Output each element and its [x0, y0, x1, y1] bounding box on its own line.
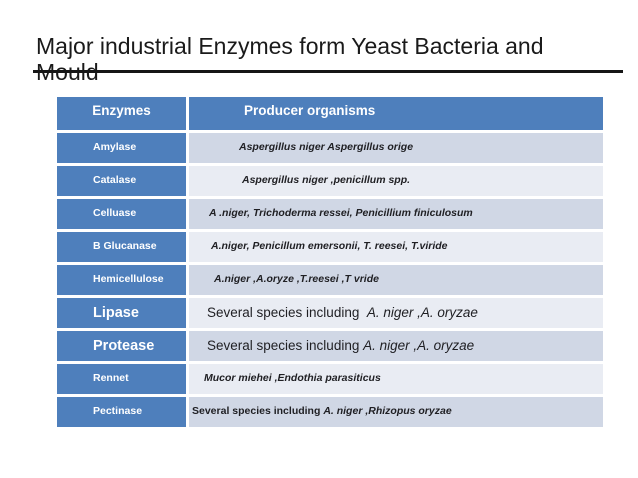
enzyme-cell: Catalase [57, 163, 186, 196]
organisms-species: A. niger ,Rhizopus oryzae [323, 405, 452, 417]
enzyme-cell: Protease [57, 328, 186, 361]
organisms-cell: A.niger ,A.oryze ,T.reesei ,T vride [186, 262, 603, 295]
table-row: Hemicellulose A.niger ,A.oryze ,T.reesei … [57, 262, 603, 295]
table-body: Amylase Aspergillus niger Aspergillus ori… [57, 130, 603, 427]
organisms-cell: Mucor miehei ,Endothia parasiticus [186, 361, 603, 394]
organisms-cell: Aspergillus niger ,penicillum spp. [186, 163, 603, 196]
table-row: B Glucanase A.niger, Penicillum emersonii… [57, 229, 603, 262]
table-row: Rennet Mucor miehei ,Endothia parasiticus [57, 361, 603, 394]
organisms-cell: Several species including A. niger ,A. o… [186, 328, 603, 361]
column-header-enzymes: Enzymes [57, 97, 186, 130]
organisms-species: Aspergillus niger Aspergillus orige [239, 141, 414, 153]
enzyme-cell: B Glucanase [57, 229, 186, 262]
enzyme-cell: Celluase [57, 196, 186, 229]
organisms-species: Aspergillus niger ,penicillum spp. [242, 174, 411, 186]
organisms-cell: Several species including A. niger ,A. o… [186, 295, 603, 328]
enzyme-cell: Lipase [57, 295, 186, 328]
organisms-cell: A.niger, Penicillum emersonii, T. reesei… [186, 229, 603, 262]
organisms-species: A. niger ,A. oryzae [363, 338, 475, 353]
organisms-cell: Several species including A. niger ,Rhiz… [186, 394, 603, 427]
column-header-producer-organisms: Producer organisms [186, 97, 603, 130]
slide-title: Major industrial Enzymes form Yeast Bact… [36, 33, 544, 85]
organisms-cell: Aspergillus niger Aspergillus orige [186, 130, 603, 163]
table-row: Celluase A .niger, Trichoderma ressei, Pe… [57, 196, 603, 229]
organisms-species: A. niger ,A. oryzae [366, 305, 478, 320]
table-row: Amylase Aspergillus niger Aspergillus ori… [57, 130, 603, 163]
organisms-prefix: Several species including [207, 305, 367, 320]
enzyme-cell: Amylase [57, 130, 186, 163]
enzyme-cell: Rennet [57, 361, 186, 394]
enzyme-cell: Pectinase [57, 394, 186, 427]
organisms-species: A.niger, Penicillum emersonii, T. reesei… [211, 240, 448, 252]
organisms-prefix: Several species including [207, 338, 364, 353]
title-underline [33, 70, 623, 73]
organisms-species: A.niger ,A.oryze ,T.reesei ,T vride [214, 273, 379, 285]
enzyme-cell: Hemicellulose [57, 262, 186, 295]
table-row: Catalase Aspergillus niger ,penicillum sp… [57, 163, 603, 196]
organisms-species: A .niger, Trichoderma ressei, Penicilliu… [209, 207, 473, 219]
organisms-species: Mucor miehei ,Endothia parasiticus [204, 372, 381, 384]
table-header-row: Enzymes Producer organisms [57, 97, 603, 130]
organisms-cell: A .niger, Trichoderma ressei, Penicilliu… [186, 196, 603, 229]
organisms-prefix: Several species including [192, 405, 324, 417]
